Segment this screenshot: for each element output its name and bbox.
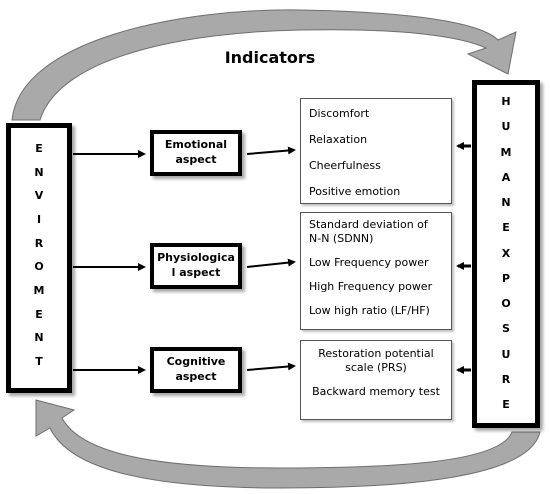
environment-label-letter: E xyxy=(35,307,43,321)
human-exposure-label-letter: S xyxy=(502,322,510,336)
environment-label-letter: R xyxy=(34,236,44,250)
arrow-physiological-to-indicators xyxy=(246,258,296,268)
human-exposure-label-letter: U xyxy=(501,347,511,361)
human-exposure-label-letter: O xyxy=(501,297,511,310)
arrow-cognitive-to-indicators xyxy=(246,362,296,371)
human-exposure-label-letter: A xyxy=(501,170,511,184)
indicator-relaxation: Relaxation xyxy=(309,133,368,146)
indicator-discomfort: Discomfort xyxy=(309,107,370,120)
environment-label-letter: N xyxy=(34,331,44,345)
human-exposure-label-letter: M xyxy=(500,145,512,159)
environment-label-letter: T xyxy=(35,354,43,368)
human-exposure-label-letter: X xyxy=(501,246,511,260)
cycle-arrow-top xyxy=(11,9,517,121)
indicator-positive-emotion: Positive emotion xyxy=(309,185,401,198)
environment-label-letter: O xyxy=(34,260,44,274)
indicator-low-frequency-power: Low Frequency power xyxy=(309,256,429,269)
human-exposure-label-letter: R xyxy=(501,372,511,386)
human-exposure-label-letter: U xyxy=(501,120,511,134)
human-exposure-label-letter: P xyxy=(501,271,511,285)
physiological-aspect-box: Physiologica l aspect xyxy=(150,243,242,289)
emotional-aspect-label: Emotional aspect xyxy=(164,138,228,166)
human-exposure-label-letter: N xyxy=(501,196,511,209)
cognitive-aspect-label: Cognitive aspect xyxy=(166,355,226,383)
indicator-backward-memory-test: Backward memory test xyxy=(312,385,440,398)
indicator-high-frequency-power: High Frequency power xyxy=(309,280,433,293)
physiological-aspect-label: Physiologica l aspect xyxy=(157,251,235,279)
emotional-aspect-box: Emotional aspect xyxy=(150,130,242,176)
physiological-indicators-box: Standard deviation of N-N (SDNN) Low Fre… xyxy=(300,212,452,330)
cognitive-indicators-box: Restoration potential scale (PRS) Backwa… xyxy=(300,340,452,420)
cognitive-aspect-box: Cognitive aspect xyxy=(150,347,242,393)
human-exposure-label-letter: H xyxy=(501,95,511,108)
emotional-indicators-box: Discomfort Relaxation Cheerfulness Posit… xyxy=(300,98,452,204)
diagram-title: Indicators xyxy=(224,48,316,67)
indicator-sdnn: Standard deviation of N-N (SDNN) xyxy=(309,218,428,245)
environment-label-letter: E xyxy=(35,142,43,155)
environment-label-letter: N xyxy=(34,165,44,179)
cycle-arrow-bottom xyxy=(35,399,541,489)
environment-label-letter: V xyxy=(34,189,44,203)
environment-label-letter: M xyxy=(33,283,45,297)
indicator-lf-hf-ratio: Low high ratio (LF/HF) xyxy=(309,304,430,317)
human-exposure-label-letter: E xyxy=(502,221,510,235)
environment-label-letter: I xyxy=(36,212,42,226)
indicator-prs: Restoration potential scale (PRS) xyxy=(318,347,434,374)
human-exposure-label-letter: E xyxy=(502,398,510,411)
arrow-emotional-to-indicators xyxy=(246,146,296,155)
indicator-cheerfulness: Cheerfulness xyxy=(309,159,381,172)
